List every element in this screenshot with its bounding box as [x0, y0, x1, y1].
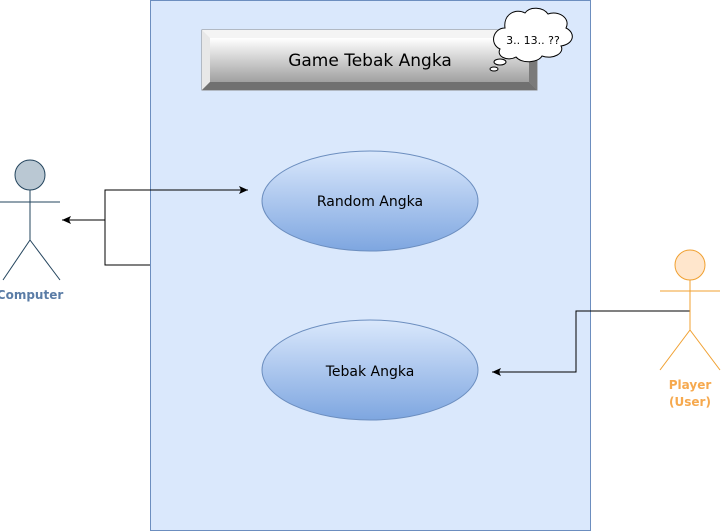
thought-bubble-text: 3.. 13.. ?? [506, 34, 560, 47]
thought-bubble: 3.. 13.. ?? [489, 7, 573, 72]
use-case-label: Random Angka [317, 194, 423, 210]
actor-computer-label: Computer [0, 288, 63, 302]
actor-head [14, 159, 46, 191]
actor-computer: Computer [0, 159, 63, 302]
title-box: Game Tebak Angka [201, 29, 538, 91]
use-case-label: Tebak Angka [325, 364, 415, 380]
connector-player-tebak [492, 310, 690, 376]
actor-player-label-line2: (User) [669, 395, 711, 409]
actor-player: Player (User) [659, 249, 721, 409]
use-case-random-angka: Random Angka [261, 150, 479, 252]
connector-computer-random [62, 186, 248, 266]
use-case-tebak-angka: Tebak Angka [261, 319, 479, 421]
actor-head [674, 249, 706, 281]
diagram-title: Game Tebak Angka [288, 51, 452, 71]
actor-player-label-line1: Player [669, 378, 712, 392]
